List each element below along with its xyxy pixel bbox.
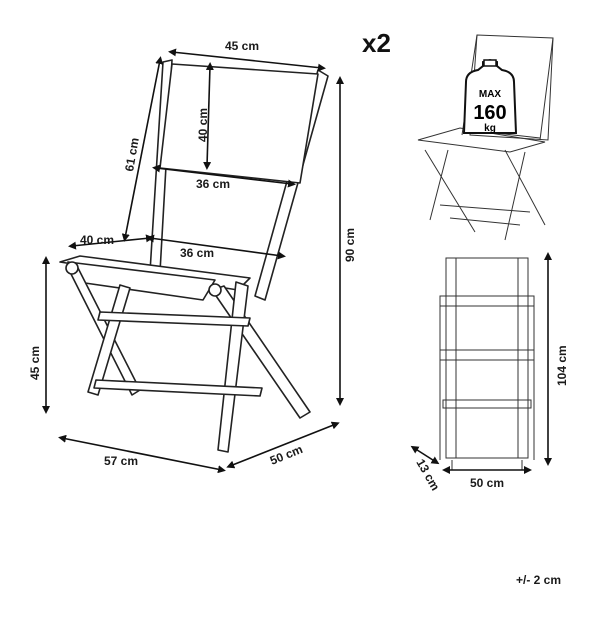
weight-unit: kg (484, 123, 496, 134)
dim-arrow-width (226, 421, 340, 469)
weight-value: 160 (473, 102, 506, 124)
dim-arrow-back-length (121, 56, 164, 242)
weight-max-label: MAX (479, 89, 502, 100)
label-backrest-width: 45 cm (225, 39, 259, 53)
dim-arrow-depth (58, 434, 226, 474)
dim-arrow-folded-thickness (410, 445, 440, 465)
label-total-height: 90 cm (343, 228, 357, 262)
tolerance-note: +/- 2 cm (516, 573, 561, 587)
label-seat-width: 36 cm (180, 246, 214, 260)
label-depth: 57 cm (104, 454, 138, 468)
label-back-length: 61 cm (122, 137, 142, 173)
weight-icon: MAX 160 kg (462, 58, 518, 134)
label-seat-depth: 40 cm (80, 233, 114, 247)
quantity-label: x2 (362, 28, 391, 58)
label-folded-width: 50 cm (470, 476, 504, 490)
dim-arrow-backrest-height (203, 62, 214, 170)
label-seat-height: 45 cm (28, 346, 42, 380)
label-backrest-height: 40 cm (196, 108, 210, 142)
dim-arrow-seat-depth (68, 234, 154, 250)
label-backrest-inner-width: 36 cm (196, 177, 230, 191)
dim-arrow-backrest-inner-width (152, 164, 296, 188)
folded-chair-drawing (439, 257, 535, 470)
label-width: 50 cm (268, 442, 305, 468)
dim-arrow-backrest-width (168, 48, 326, 72)
label-folded-thickness: 13 cm (413, 457, 442, 493)
dim-arrow-seat-width (146, 234, 286, 260)
label-folded-height: 104 cm (555, 345, 569, 386)
